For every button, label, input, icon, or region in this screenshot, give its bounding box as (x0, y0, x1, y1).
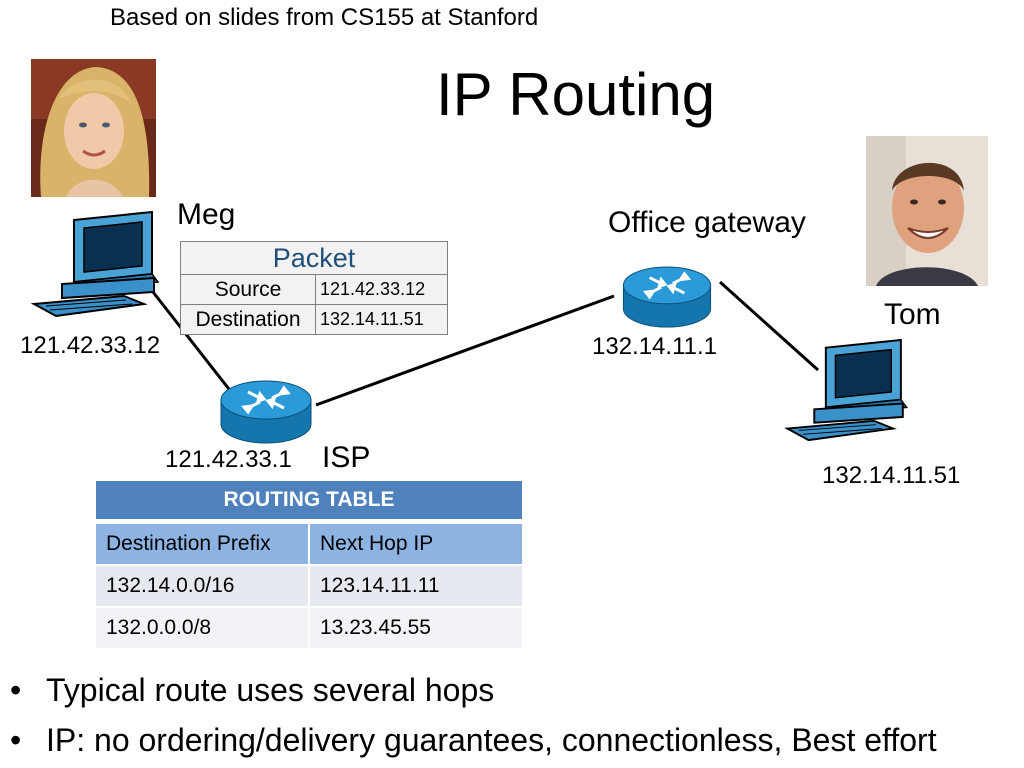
packet-table: Packet Source 121.42.33.12 Destination 1… (180, 241, 448, 335)
table-cell: 123.14.11.11 (310, 564, 522, 606)
column-header-destination-prefix: Destination Prefix (96, 522, 310, 564)
packet-field: Destination (180, 304, 316, 335)
packet-row: Source 121.42.33.12 (180, 274, 448, 305)
office-gateway-label: Office gateway (608, 206, 806, 239)
routing-table-title-row: ROUTING TABLE (96, 481, 522, 522)
routing-table-title: ROUTING TABLE (96, 481, 522, 522)
tom-computer-icon (784, 338, 909, 442)
meg-label: Meg (177, 198, 236, 231)
packet-row: Destination 132.14.11.51 (180, 304, 448, 335)
bullet-item: • IP: no ordering/delivery guarantees, co… (10, 722, 937, 759)
office-gateway-router-icon (622, 266, 712, 328)
bullet-dot-icon: • (10, 672, 22, 708)
bullet-dot-icon: • (10, 722, 22, 758)
packet-value: 132.14.11.51 (315, 304, 448, 335)
column-header-next-hop-ip: Next Hop IP (310, 522, 522, 564)
isp-label: ISP (322, 441, 371, 474)
bullet-item: • Typical route uses several hops (10, 672, 494, 709)
packet-value: 121.42.33.12 (315, 274, 448, 305)
bullet-text: Typical route uses several hops (46, 672, 495, 708)
tom-label: Tom (884, 298, 941, 331)
isp-router-icon (220, 380, 312, 444)
packet-field: Source (180, 274, 316, 305)
packet-title: Packet (180, 241, 448, 275)
slide-title: IP Routing (436, 61, 716, 128)
isp-ip: 121.42.33.1 (165, 446, 292, 473)
slide-credit: Based on slides from CS155 at Stanford (110, 4, 539, 31)
tom-photo (866, 136, 988, 286)
packet-title-row: Packet (180, 241, 448, 275)
table-row: 132.0.0.0/8 13.23.45.55 (96, 606, 522, 648)
meg-ip: 121.42.33.12 (20, 332, 161, 359)
bullet-text: IP: no ordering/delivery guarantees, con… (46, 722, 937, 758)
meg-computer-icon (30, 210, 160, 318)
meg-photo (31, 59, 156, 197)
table-cell: 132.0.0.0/8 (96, 606, 310, 648)
table-cell: 13.23.45.55 (310, 606, 522, 648)
routing-table: ROUTING TABLE Destination Prefix Next Ho… (96, 481, 522, 648)
table-row: 132.14.0.0/16 123.14.11.11 (96, 564, 522, 606)
routing-table-header-row: Destination Prefix Next Hop IP (96, 522, 522, 564)
table-cell: 132.14.0.0/16 (96, 564, 310, 606)
tom-ip: 132.14.11.51 (822, 462, 961, 489)
office-gateway-ip: 132.14.11.1 (592, 333, 718, 360)
